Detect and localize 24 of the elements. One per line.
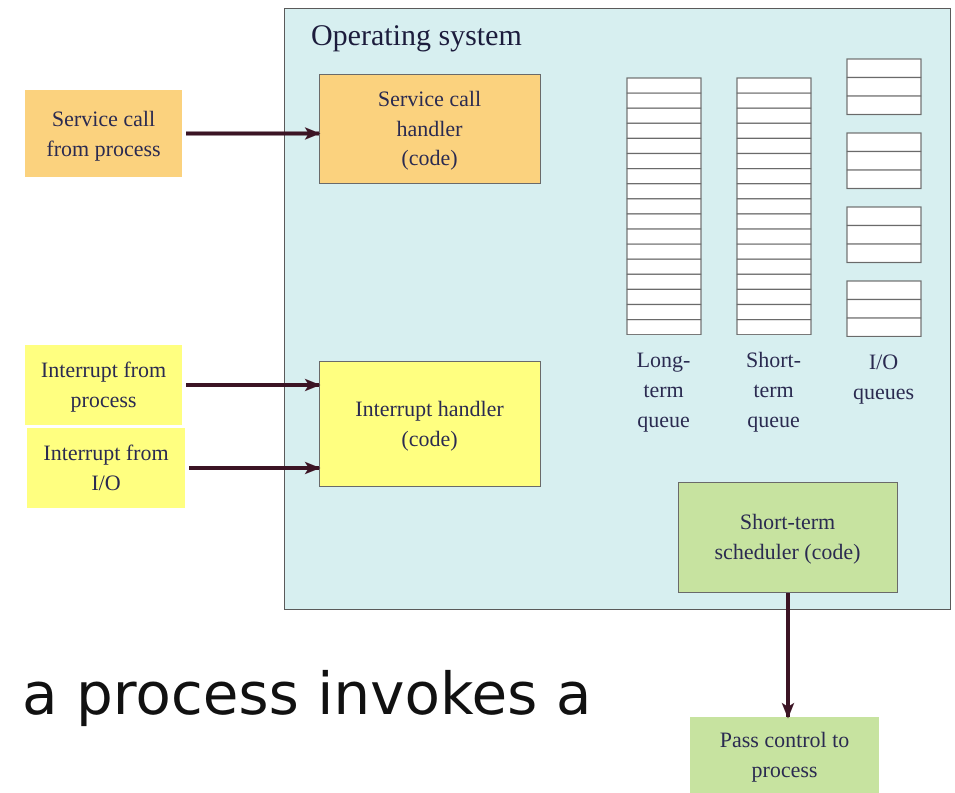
system-frame — [284, 8, 951, 610]
process-box — [318, 74, 540, 184]
process-box — [690, 717, 879, 793]
arrow — [186, 378, 321, 392]
queue-label: I/O queues — [852, 348, 916, 406]
box-text: Service call handler (code) — [376, 84, 482, 172]
box-text: Interrupt from process — [40, 356, 168, 414]
box-text: Interrupt handler (code) — [354, 394, 505, 453]
box-text: Interrupt from I/O — [42, 439, 170, 497]
queue-label: Long-term queue — [636, 346, 692, 434]
arrow — [189, 462, 321, 474]
queue-label: Short-term queue — [745, 346, 802, 434]
process-box — [25, 90, 182, 177]
arrow — [782, 593, 794, 719]
frame-title: Operating system — [311, 19, 522, 53]
process-box — [678, 482, 898, 592]
arrow — [186, 127, 321, 140]
box-text: Pass control to process — [718, 726, 850, 784]
process-box — [25, 345, 182, 425]
process-box — [27, 428, 185, 508]
slide-text: a process invokes a — [22, 660, 592, 728]
process-box — [318, 360, 540, 486]
box-text: Service call from process — [45, 104, 162, 163]
box-text: Short-term scheduler (code) — [714, 508, 862, 566]
